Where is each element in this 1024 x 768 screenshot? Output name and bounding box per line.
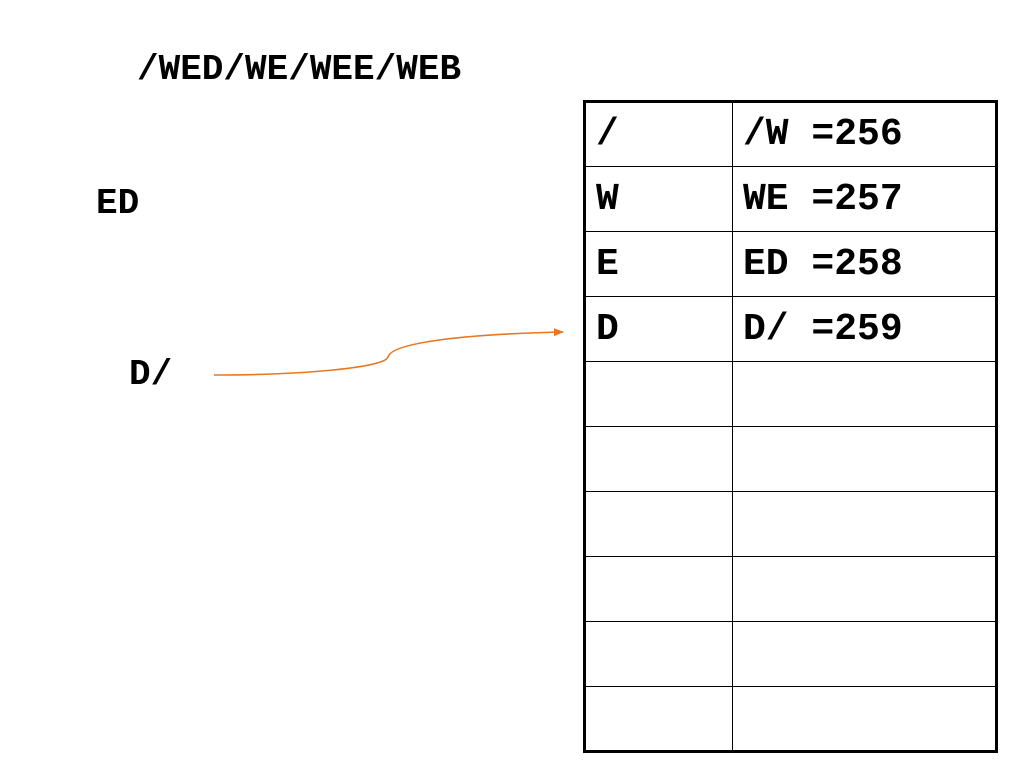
dictionary-symbol-cell: W bbox=[584, 166, 733, 232]
dictionary-symbol-cell bbox=[584, 426, 733, 492]
dictionary-row bbox=[584, 556, 997, 622]
dictionary-entry-cell: ED =258 bbox=[732, 231, 997, 297]
arrow-curve bbox=[213, 328, 564, 376]
dictionary-row bbox=[584, 361, 997, 427]
dictionary-entry-cell: WE =257 bbox=[732, 166, 997, 232]
dictionary-entry-cell: D/ =259 bbox=[732, 296, 997, 362]
dictionary-entry-cell bbox=[732, 686, 997, 752]
dictionary-entry-cell bbox=[732, 621, 997, 687]
dictionary-row bbox=[584, 686, 997, 752]
dictionary-entry-cell bbox=[732, 556, 997, 622]
dictionary-row bbox=[584, 621, 997, 687]
dictionary-symbol-cell bbox=[584, 361, 733, 427]
dictionary-symbol-cell bbox=[584, 621, 733, 687]
dictionary-symbol-cell: / bbox=[584, 101, 733, 167]
dictionary-row bbox=[584, 491, 997, 557]
dictionary-entry-cell bbox=[732, 361, 997, 427]
input-string: /WED/WE/WEE/WEB bbox=[137, 49, 462, 90]
dictionary-row bbox=[584, 426, 997, 492]
dictionary-entry-cell: /W =256 bbox=[732, 101, 997, 167]
current-prefix: ED bbox=[96, 183, 140, 224]
current-pair-label: D/ bbox=[129, 354, 173, 395]
dictionary-symbol-cell bbox=[584, 686, 733, 752]
dictionary-entry-cell bbox=[732, 491, 997, 557]
dictionary-entry-cell bbox=[732, 426, 997, 492]
dictionary-symbol-cell: D bbox=[584, 296, 733, 362]
dictionary-row: //W =256 bbox=[584, 101, 997, 167]
dictionary-symbol-cell bbox=[584, 491, 733, 557]
dictionary-symbol-cell: E bbox=[584, 231, 733, 297]
dictionary-symbol-cell bbox=[584, 556, 733, 622]
